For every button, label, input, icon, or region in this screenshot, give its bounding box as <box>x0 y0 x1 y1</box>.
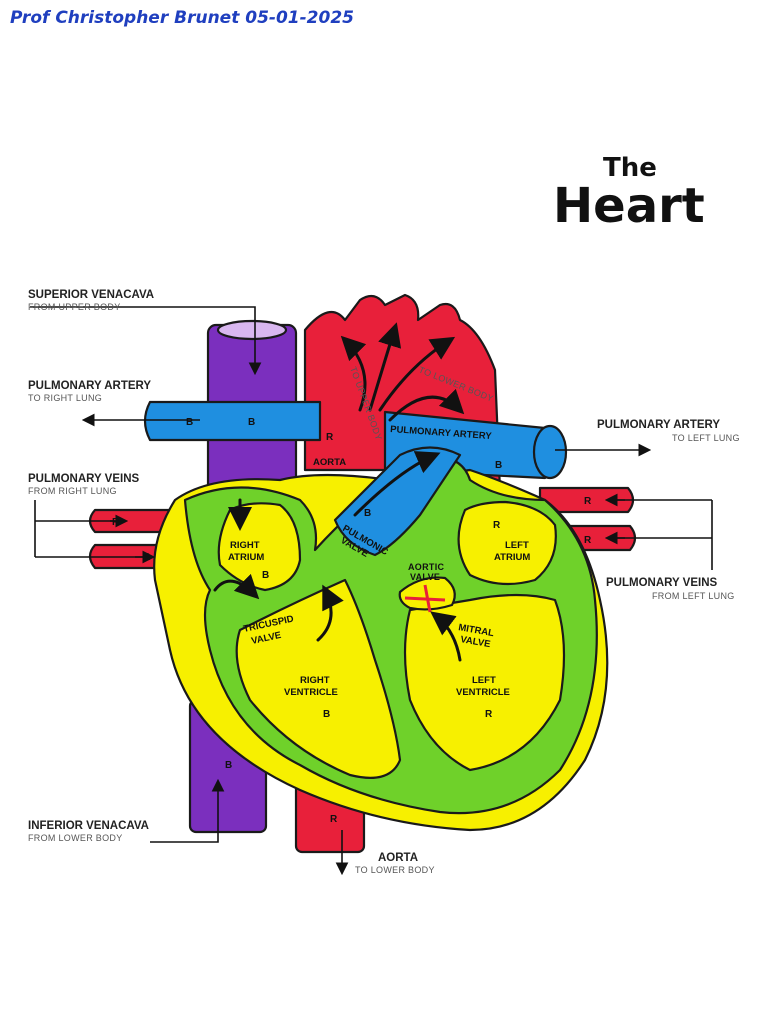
pulmonary-artery-right-label: PULMONARY ARTERY <box>28 380 151 392</box>
superior-venacava-opening <box>216 319 288 341</box>
superior-venacava-sublabel: FROM UPPER BODY <box>28 302 121 312</box>
marker-red-left-ventricle: R <box>485 709 493 720</box>
title-heart: Heart <box>553 178 705 234</box>
flow-arrow-upper-body-1 <box>340 335 367 412</box>
aorta-inner-label: AORTA <box>313 457 346 468</box>
flow-arrow-upper-body-3 <box>378 336 456 412</box>
marker-red-pv-right-upper: R <box>112 517 120 528</box>
left-atrium-label-2: ATRIUM <box>494 552 530 563</box>
marker-red-aorta: R <box>326 432 334 443</box>
marker-blue-pa-left: B <box>495 460 502 471</box>
flow-arrow-mitral <box>430 611 462 662</box>
marker-blue-right-atrium: B <box>262 570 269 581</box>
inferior-venacava-sublabel: FROM LOWER BODY <box>28 833 123 843</box>
marker-red-pv-left-upper: R <box>584 496 592 507</box>
mitral-valve-label-2: VALVE <box>459 634 491 650</box>
left-ventricle-label-2: VENTRICLE <box>456 687 510 698</box>
pulmonary-artery-left-sublabel: TO LEFT LUNG <box>672 433 740 443</box>
author-date-header: Prof Christopher Brunet 05-01-2025 <box>10 8 354 28</box>
flow-arrow-tricuspid <box>213 573 260 600</box>
pulmonary-veins-right-label: PULMONARY VEINS <box>28 473 140 485</box>
right-ventricle-label-2: VENTRICLE <box>284 687 338 698</box>
pulmonary-veins-left-label: PULMONARY VEINS <box>606 577 718 589</box>
pulmonary-veins-right-sublabel: FROM RIGHT LUNG <box>28 486 117 496</box>
flow-arrow-pulmonic <box>353 451 441 517</box>
pulmonary-artery-left-label: PULMONARY ARTERY <box>597 419 720 431</box>
right-atrium-label-2: ATRIUM <box>228 552 264 563</box>
pulmonary-artery-right-sublabel: TO RIGHT LUNG <box>28 393 102 403</box>
aorta-bottom-label: AORTA <box>378 852 418 864</box>
pulmonary-veins-left-pointer-lines <box>615 499 713 570</box>
marker-blue-svc: B <box>248 417 255 428</box>
marker-red-pv-left-lower: R <box>584 535 592 546</box>
right-atrium-label-1: RIGHT <box>230 540 260 551</box>
marker-blue-pa-right: B <box>186 417 193 428</box>
pulmonary-veins-left-sublabel: FROM LEFT LUNG <box>652 591 735 601</box>
left-ventricle-label-1: LEFT <box>472 675 496 686</box>
right-ventricle-label-1: RIGHT <box>300 675 330 686</box>
left-atrium-label-1: LEFT <box>505 540 529 551</box>
aortic-valve-flaps <box>404 584 446 613</box>
superior-venacava-label: SUPERIOR VENACAVA <box>28 289 154 301</box>
flow-arrow-lower-body <box>388 388 465 422</box>
flow-arrow-right-ventricle-up <box>316 584 344 642</box>
inferior-venacava-pointer <box>150 778 225 843</box>
pulmonary-artery-right-branch <box>143 400 322 442</box>
aortic-valve-label-2: VALVE <box>410 572 440 582</box>
inferior-venacava-label: INFERIOR VENACAVA <box>28 820 149 832</box>
title-the: The <box>603 153 657 183</box>
marker-blue-right-ventricle: B <box>323 709 330 720</box>
aorta-bottom-sublabel: TO LOWER BODY <box>355 865 435 875</box>
marker-blue-ivc: B <box>225 760 232 771</box>
pulmonary-trunk <box>333 446 462 557</box>
marker-blue-pulmonic: B <box>364 508 371 519</box>
marker-red-descending-aorta: R <box>330 814 338 825</box>
aortic-valve-label-1: AORTIC <box>408 562 444 572</box>
flow-arrow-upper-body-2 <box>368 322 402 412</box>
marker-red-left-atrium: R <box>493 520 501 531</box>
pulmonary-artery-left-opening <box>532 424 568 480</box>
superior-venacava-pointer <box>30 306 262 376</box>
heart-muscle <box>183 456 598 815</box>
marker-red-pv-right-lower: R <box>143 552 151 563</box>
